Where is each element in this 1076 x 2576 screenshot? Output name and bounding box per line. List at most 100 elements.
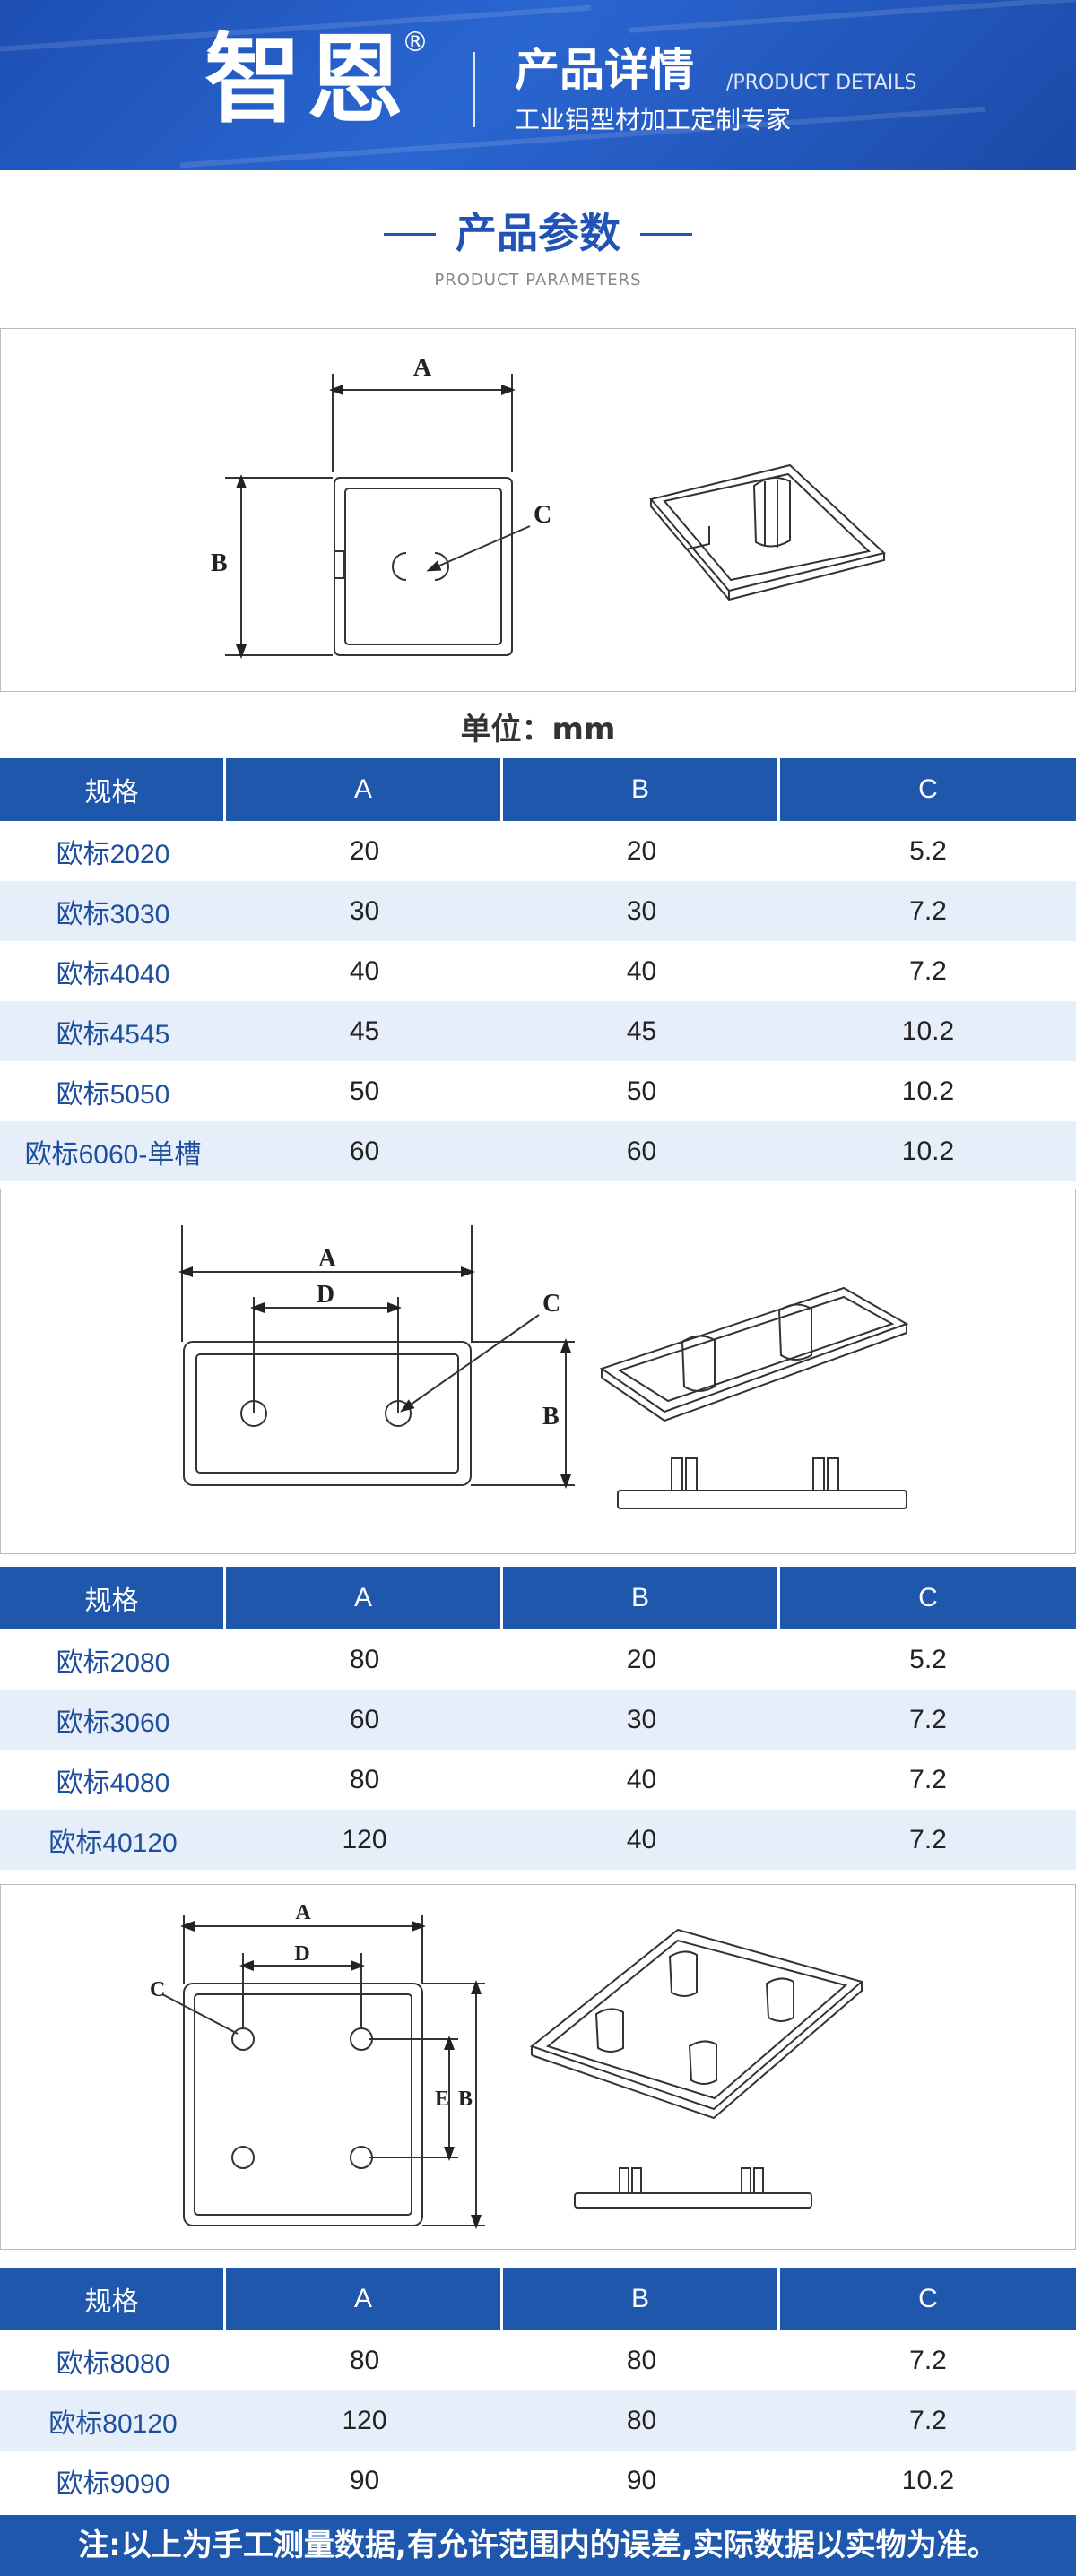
cell-spec: 欧标40120 (0, 1810, 226, 1870)
cell-a: 120 (226, 2390, 503, 2451)
drawing-square-cap: A B C (211, 354, 887, 659)
header-b: B (503, 1567, 780, 1629)
cell-b: 40 (503, 941, 780, 1001)
cell-a: 50 (226, 1061, 503, 1121)
cell-a: 80 (226, 1750, 503, 1810)
cell-a: 60 (226, 1121, 503, 1181)
table-header-row: 规格 A B C (0, 2268, 1076, 2330)
cell-c: 7.2 (780, 2390, 1076, 2451)
brand-slogan: 工业铝型材加工定制专家 (515, 105, 792, 134)
diagram-square-cap: A B C (0, 328, 1076, 692)
cell-c: 5.2 (780, 821, 1076, 881)
cell-a: 30 (226, 881, 503, 941)
cell-b: 30 (503, 1690, 780, 1750)
cell-b: 40 (503, 1750, 780, 1810)
cell-spec: 欧标4040 (0, 941, 226, 1001)
cell-a: 40 (226, 941, 503, 1001)
section-title-text: 产品参数 (456, 209, 620, 257)
cell-a: 45 (226, 1001, 503, 1061)
dimension-label-a: A (318, 1245, 337, 1273)
title-line-left (384, 233, 436, 236)
cell-c: 7.2 (780, 1750, 1076, 1810)
cell-spec: 欧标5050 (0, 1061, 226, 1121)
page-title: 产品详情 (515, 44, 694, 96)
cell-c: 7.2 (780, 1810, 1076, 1870)
cell-c: 7.2 (780, 881, 1076, 941)
cell-a: 80 (226, 1629, 503, 1690)
banner-divider (473, 52, 475, 127)
header-a: A (226, 1567, 503, 1629)
header-b: B (503, 758, 780, 821)
cell-a: 90 (226, 2451, 503, 2511)
cell-a: 60 (226, 1690, 503, 1750)
cell-a: 120 (226, 1810, 503, 1870)
cell-c: 10.2 (780, 1061, 1076, 1121)
header-b: B (503, 2268, 780, 2330)
footer-note: 注:以上为手工测量数据,有允许范围内的误差,实际数据以实物为准。 (0, 2515, 1076, 2576)
cell-b: 45 (503, 1001, 780, 1061)
title-line-right (640, 233, 692, 236)
drawing-rect-cap: A D B C (178, 1225, 909, 1509)
cell-c: 7.2 (780, 941, 1076, 1001)
dimension-label-b: B (542, 1403, 560, 1431)
cell-b: 50 (503, 1061, 780, 1121)
cell-b: 40 (503, 1810, 780, 1870)
cell-a: 80 (226, 2330, 503, 2390)
header-spec: 规格 (0, 758, 226, 821)
cell-b: 20 (503, 1629, 780, 1690)
diagram-large-cap: A D C E B (0, 1884, 1076, 2250)
header-c: C (780, 758, 1076, 821)
banner-decoration (628, 0, 1076, 33)
header-spec: 规格 (0, 1567, 226, 1629)
dimension-label-c: C (150, 1978, 165, 2001)
cell-spec: 欧标2080 (0, 1629, 226, 1690)
table-header-row: 规格 A B C (0, 758, 1076, 821)
cell-b: 60 (503, 1121, 780, 1181)
cell-b: 30 (503, 881, 780, 941)
dimension-label-a: A (295, 1901, 311, 1924)
header-a: A (226, 758, 503, 821)
brand-logo: 智恩 (204, 24, 410, 136)
cell-spec: 欧标80120 (0, 2390, 226, 2451)
cell-a: 20 (226, 821, 503, 881)
header-c: C (780, 1567, 1076, 1629)
cell-b: 90 (503, 2451, 780, 2511)
table-header-row: 规格 A B C (0, 1567, 1076, 1629)
cell-c: 10.2 (780, 2451, 1076, 2511)
dimension-label-c: C (534, 501, 551, 529)
cell-c: 7.2 (780, 2330, 1076, 2390)
cell-c: 5.2 (780, 1629, 1076, 1690)
dimension-label-a: A (413, 354, 432, 382)
section-title: 产品参数 (384, 208, 692, 258)
section-subtitle: PRODUCT PARAMETERS (434, 271, 642, 290)
drawing-large-cap: A D C E B (150, 1901, 864, 2229)
cell-spec: 欧标4080 (0, 1750, 226, 1810)
cell-c: 10.2 (780, 1121, 1076, 1181)
cell-b: 20 (503, 821, 780, 881)
cell-c: 7.2 (780, 1690, 1076, 1750)
registered-mark: ® (402, 27, 429, 58)
header-banner: 智恩 ® 产品详情 /PRODUCT DETAILS 工业铝型材加工定制专家 (0, 0, 1076, 170)
cell-spec: 欧标3060 (0, 1690, 226, 1750)
cell-spec: 欧标8080 (0, 2330, 226, 2390)
header-a: A (226, 2268, 503, 2330)
cell-spec: 欧标6060-单槽 (0, 1121, 226, 1181)
cell-spec: 欧标9090 (0, 2451, 226, 2511)
diagram-rect-cap: A D B C (0, 1189, 1076, 1554)
cell-b: 80 (503, 2390, 780, 2451)
unit-label: 单位：mm (460, 712, 616, 748)
dimension-label-e: E (435, 2088, 449, 2111)
section-heading: 产品参数 (0, 208, 1076, 258)
cell-c: 10.2 (780, 1001, 1076, 1061)
